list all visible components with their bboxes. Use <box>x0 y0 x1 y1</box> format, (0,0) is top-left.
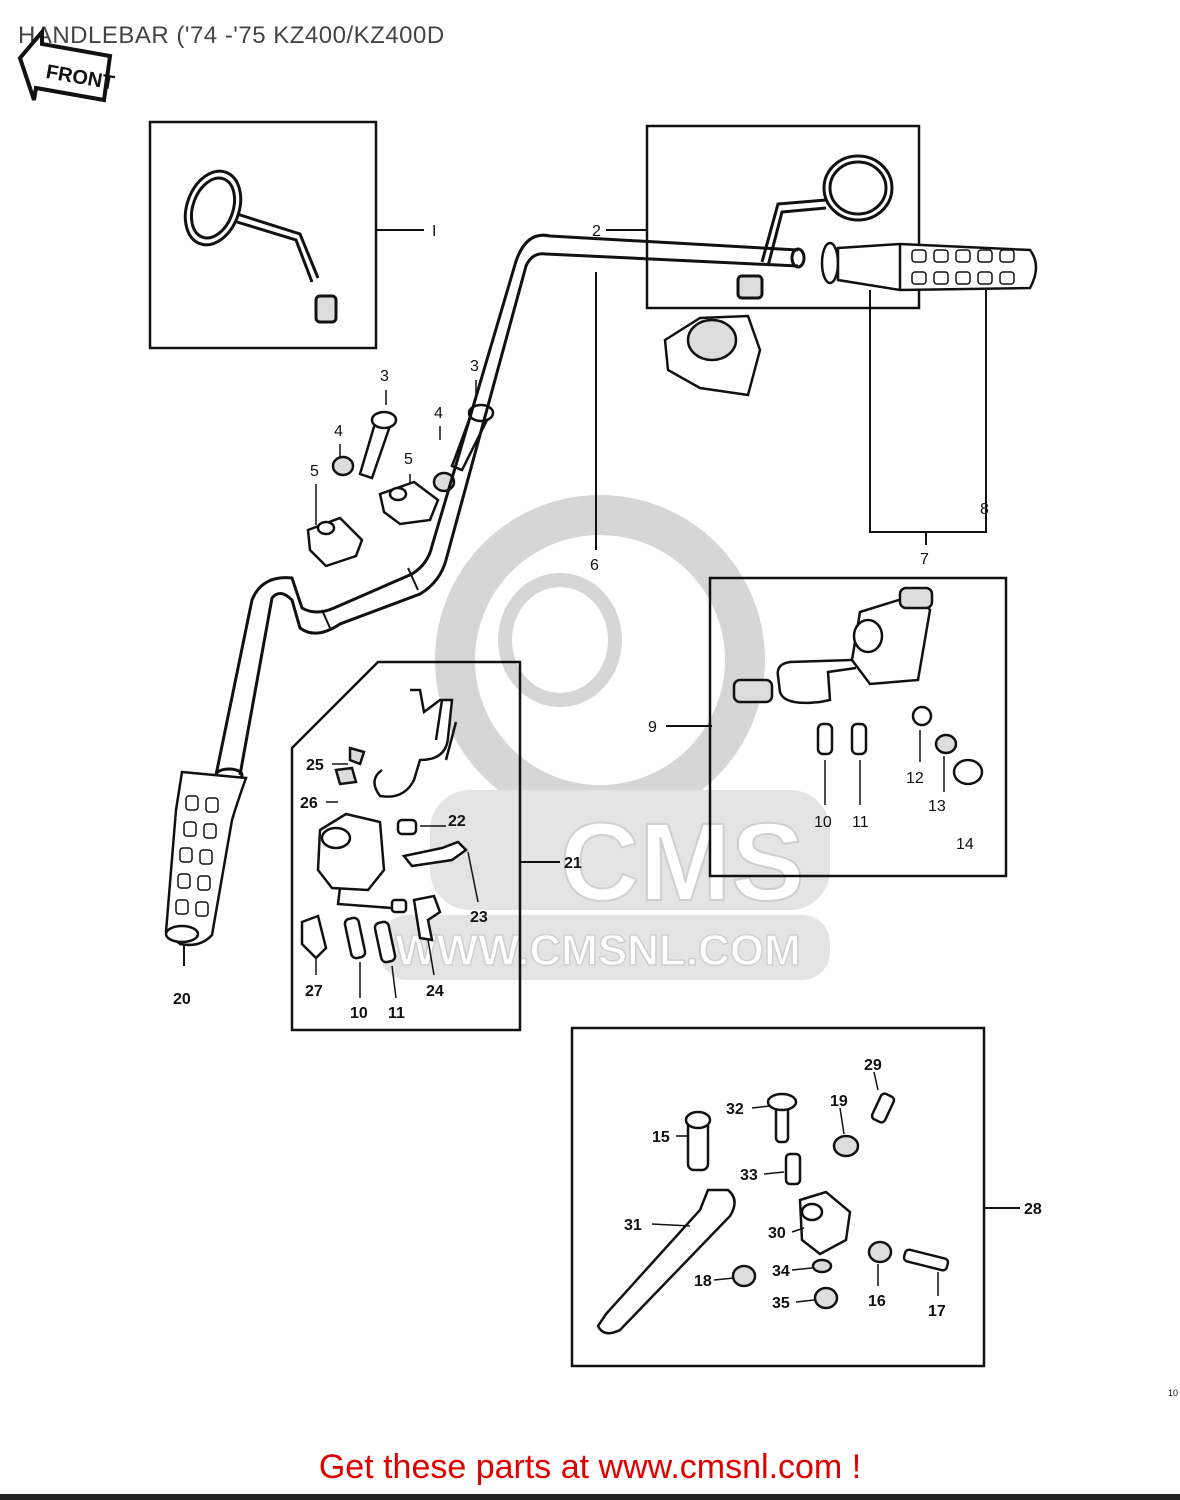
callout-26: 26 <box>300 795 318 812</box>
callout-24: 24 <box>426 983 444 1000</box>
callout-33: 33 <box>740 1167 758 1184</box>
callout-3a: 3 <box>380 368 389 385</box>
watermark-url: WWW.CMSNL.COM <box>395 926 801 975</box>
mirror-left-icon <box>183 169 338 324</box>
callout-14: 14 <box>956 836 974 853</box>
callout-30: 30 <box>768 1225 786 1242</box>
callout-31: 31 <box>624 1217 642 1234</box>
callout-7: 7 <box>920 551 929 568</box>
callout-20: 20 <box>173 991 191 1008</box>
front-arrow-icon: FRONT <box>17 26 116 103</box>
callout-35: 35 <box>772 1295 790 1312</box>
callout-34: 34 <box>772 1263 790 1280</box>
watermark: CMS WWW.CMSNL.COM <box>380 495 830 980</box>
callout-10a: 10 <box>814 814 832 831</box>
callout-6: 6 <box>590 557 599 574</box>
callout-22: 22 <box>448 813 466 830</box>
callout-17: 17 <box>928 1303 946 1320</box>
callout-1: I <box>432 223 436 240</box>
callout-19: 19 <box>830 1093 848 1110</box>
callout-21: 21 <box>564 855 582 872</box>
callout-3b: 3 <box>470 358 479 375</box>
callout-8: 8 <box>980 501 989 518</box>
callout-12: 12 <box>906 770 924 787</box>
callout-5b: 5 <box>404 451 413 468</box>
page-title: HANDLEBAR ('74 -'75 KZ400/KZ400D <box>18 22 445 49</box>
callout-2: 2 <box>592 223 601 240</box>
callout-28: 28 <box>1024 1201 1042 1218</box>
callout-25: 25 <box>306 757 324 774</box>
footer-promo-link[interactable]: Get these parts at www.cmsnl.com ! <box>318 1448 862 1486</box>
callout-13: 13 <box>928 798 946 815</box>
mirror-mount-icon <box>663 314 762 397</box>
callout-15: 15 <box>652 1129 670 1146</box>
callout-23: 23 <box>470 909 488 926</box>
right-switch-icon <box>732 586 984 786</box>
box-left-switch <box>290 660 522 1032</box>
mirror-right-icon <box>736 154 894 300</box>
callout-16: 16 <box>868 1293 886 1310</box>
handlebar-icon <box>214 233 806 783</box>
side-marker: 10 <box>1168 1388 1178 1398</box>
callout-10b: 10 <box>350 1005 368 1022</box>
callout-32: 32 <box>726 1101 744 1118</box>
callout-27: 27 <box>305 983 323 1000</box>
callout-29: 29 <box>864 1057 882 1074</box>
callout-11b: 11 <box>388 1005 405 1022</box>
callout-4b: 4 <box>434 405 443 422</box>
callout-18: 18 <box>694 1273 712 1290</box>
grip-right-icon <box>820 241 1038 292</box>
lever-assembly-icon <box>596 1092 950 1335</box>
box-lever-assembly <box>570 1026 986 1368</box>
callout-9: 9 <box>648 719 657 736</box>
box-mirror-right <box>645 124 921 310</box>
left-switch-icon <box>300 688 468 964</box>
callout-11a: 11 <box>852 814 869 831</box>
callout-4a: 4 <box>334 423 343 440</box>
grip-left-icon <box>164 770 248 947</box>
box-mirror-left <box>148 120 378 350</box>
footer-divider <box>0 1494 1180 1500</box>
watermark-logo: CMS <box>560 801 804 924</box>
callout-5a: 5 <box>310 463 319 480</box>
clamp-bolts-icon <box>306 380 495 568</box>
